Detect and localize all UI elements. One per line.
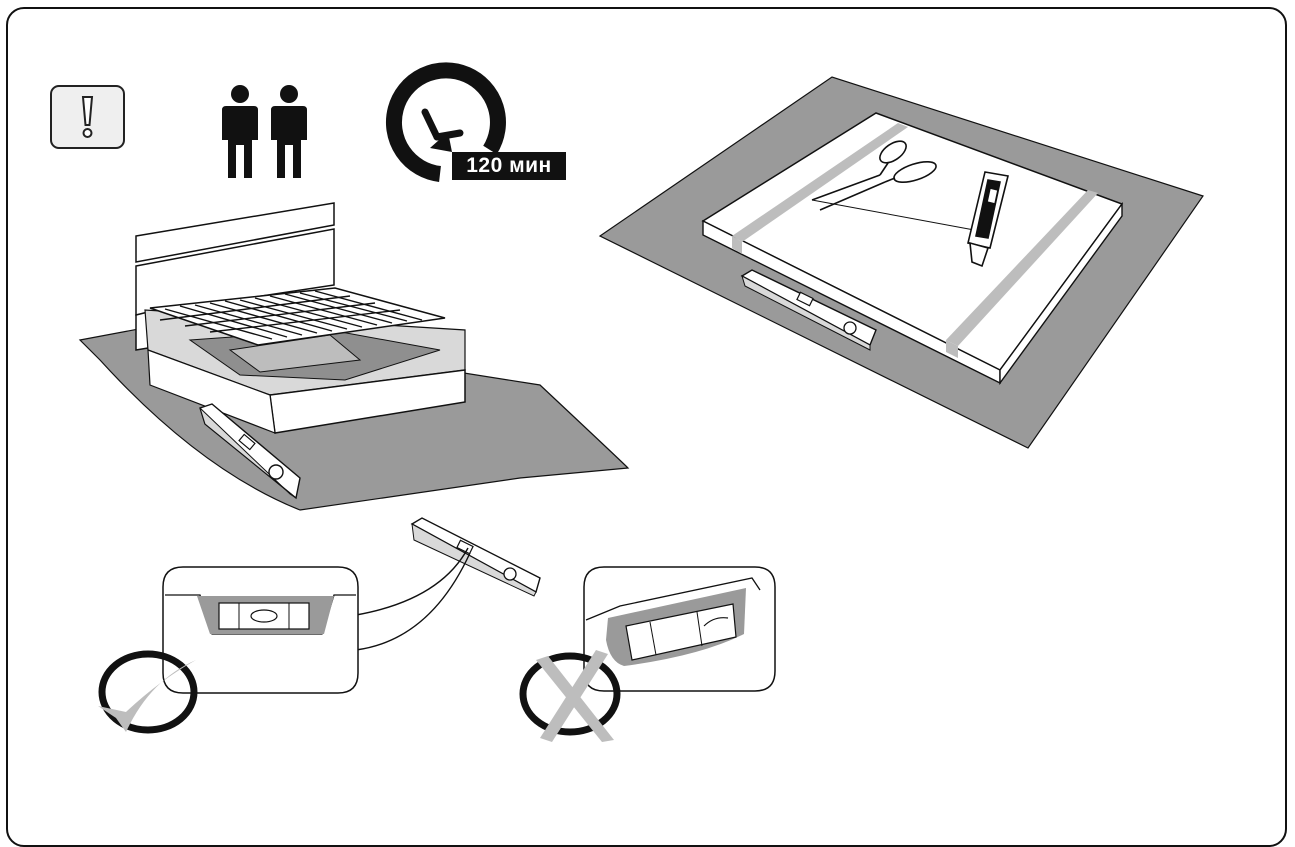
package-illustration [598, 76, 1204, 449]
exclamation-icon [81, 96, 94, 138]
two-people-icon [222, 85, 307, 178]
assembly-time-label: 120 мин [452, 152, 566, 180]
clock-icon [385, 62, 506, 182]
illustration-canvas [78, 62, 1204, 742]
bed-illustration [78, 202, 630, 511]
scissors-icon [811, 140, 937, 211]
correct-level-panel [162, 566, 359, 694]
checkmark-icon [98, 650, 198, 734]
cross-icon [519, 650, 621, 742]
level-detail [355, 517, 541, 651]
incorrect-level-panel [583, 566, 776, 692]
utility-knife-icon [967, 171, 1009, 268]
warning-box [50, 85, 125, 149]
instruction-page: 120 мин [6, 7, 1287, 847]
